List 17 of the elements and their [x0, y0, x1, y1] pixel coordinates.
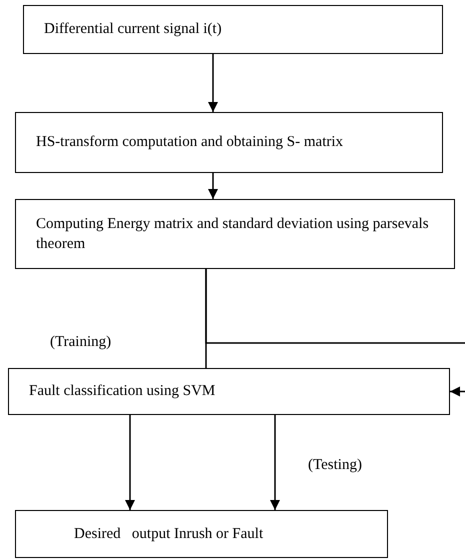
arrow	[208, 173, 218, 199]
box-text: Desired output Inrush or Fault	[74, 524, 264, 544]
box-text: HS-transform computation and obtaining S- matrix	[36, 133, 344, 152]
branch-label: (Testing)	[308, 457, 362, 474]
box-text: Computing Energy matrix and standard deviation using parsevals theorem	[36, 214, 430, 254]
box-text: Differential current signal i(t)	[44, 20, 222, 40]
process-box	[15, 199, 455, 269]
arrow	[208, 54, 218, 112]
box-text: Fault classification using SVM	[29, 382, 216, 402]
process-box	[15, 112, 443, 173]
arrow	[125, 415, 135, 510]
process-box	[23, 5, 443, 54]
process-box	[8, 368, 450, 415]
arrow	[450, 386, 465, 396]
process-box	[15, 510, 388, 558]
arrow	[270, 415, 280, 510]
branch-label: (Training)	[50, 334, 112, 351]
